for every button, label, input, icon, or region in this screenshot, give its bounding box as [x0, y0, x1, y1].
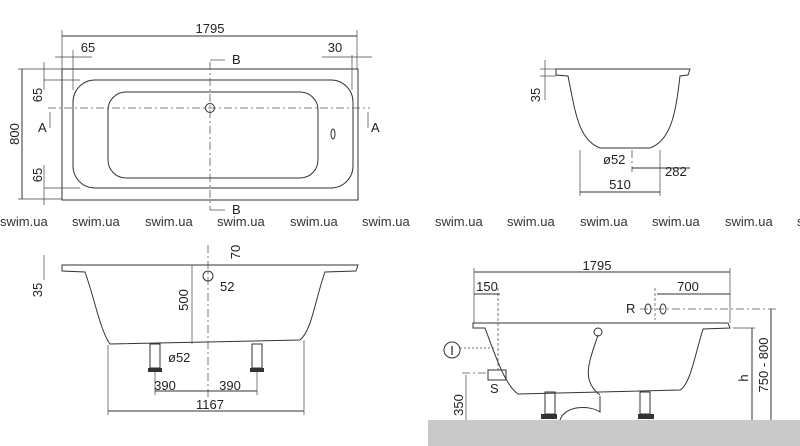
i-marker [443, 341, 461, 359]
dim-offset-left: 65 [81, 40, 95, 55]
dim-rim-bottom: 65 [30, 168, 45, 182]
section-a-left: A [38, 120, 47, 135]
drain-icon [205, 103, 215, 113]
siphon-box [487, 369, 507, 381]
dim-depth: 500 [176, 289, 191, 311]
dim-offset-left: 150 [476, 279, 498, 294]
watermark: swim.ua [652, 214, 700, 229]
dim-bottom-width: 510 [609, 177, 631, 192]
dim-bottom-length: 1167 [196, 397, 224, 412]
dim-rim: 35 [30, 283, 45, 297]
dim-length: 1795 [196, 21, 225, 36]
end-section-view: 35 ø52 282 510 [528, 60, 691, 196]
watermark: swim.ua [290, 214, 338, 229]
dim-drain: ø52 [168, 350, 190, 365]
dim-top-gap: 70 [228, 245, 243, 259]
section-b-bottom: B [232, 202, 241, 217]
side-section-view: 70 35 500 52 ø52 390 390 1167 [30, 245, 359, 415]
r-label: R [626, 301, 635, 316]
watermark: swim.ua [72, 214, 120, 229]
watermark: swim.ua [435, 214, 483, 229]
section-b-top: B [232, 52, 241, 67]
s-label: S [490, 381, 499, 396]
dim-rim-top: 65 [30, 88, 45, 102]
dim-length: 1795 [583, 258, 612, 273]
installation-view: 1795 150 700 R I S 350 h 750 - 800 [428, 258, 800, 446]
dim-drain: ø52 [603, 152, 625, 167]
dim-h: h [736, 374, 751, 381]
dim-leg-left: 390 [154, 378, 176, 393]
watermark: swim.ua [362, 214, 410, 229]
watermark: swim.ua [797, 214, 800, 229]
dim-total-height: 750 - 800 [756, 338, 771, 393]
dim-width: 800 [7, 123, 22, 145]
dim-siphon-height: 350 [451, 394, 466, 416]
dim-offset-right: 30 [328, 40, 342, 55]
watermark: swim.ua [580, 214, 628, 229]
top-view: 1795 65 30 B B A A 800 65 65 [7, 21, 380, 217]
dim-offset-right: 700 [677, 279, 699, 294]
watermark: swim.ua [145, 214, 193, 229]
tub-bottom [107, 91, 319, 179]
section-a-right: A [371, 120, 380, 135]
floor [428, 420, 800, 446]
dim-drain-offset: 282 [665, 164, 687, 179]
dim-leg-right: 390 [219, 378, 241, 393]
watermark: swim.ua [217, 214, 265, 229]
dim-drain-small: 52 [220, 279, 234, 294]
watermark-row: swim.ua swim.ua swim.ua swim.ua swim.ua … [0, 214, 800, 229]
watermark: swim.ua [507, 214, 555, 229]
overflow-icon [330, 128, 336, 140]
i-label: I [450, 343, 454, 358]
watermark: swim.ua [0, 214, 48, 229]
watermark: swim.ua [725, 214, 773, 229]
dim-rim: 35 [528, 88, 543, 102]
